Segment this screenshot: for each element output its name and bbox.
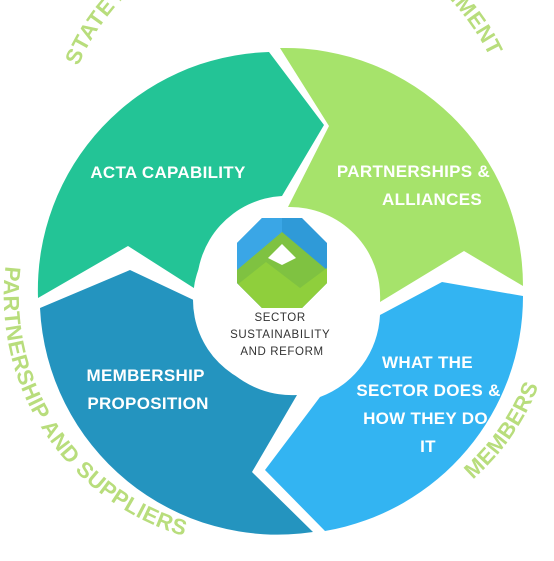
label-partnerships-alliances: PARTNERSHIPS & ALLIANCES xyxy=(337,162,495,209)
segment-partnerships-alliances xyxy=(280,47,523,302)
ring-label-government: STATE AND COMMONTWEALTH GOVERNMENT xyxy=(60,0,508,68)
label-what-sector-does: WHAT THE SECTOR DOES & HOW THEY DO IT xyxy=(356,353,505,456)
segment-membership-proposition xyxy=(40,270,313,535)
center-line-1: SECTOR xyxy=(254,312,305,324)
octagon-mountain-logo xyxy=(237,218,327,308)
label-membership-proposition: MEMBERSHIP PROPOSITION xyxy=(87,366,210,413)
label-acta-capability: ACTA CAPABILITY xyxy=(90,163,246,182)
segment-acta-capability xyxy=(37,52,325,298)
center-text: SECTOR SUSTAINABILITY AND REFORM xyxy=(230,312,334,358)
segment-what-sector-does xyxy=(265,282,524,531)
center-line-2: SUSTAINABILITY xyxy=(230,329,330,341)
center-line-3: AND REFORM xyxy=(240,346,323,358)
